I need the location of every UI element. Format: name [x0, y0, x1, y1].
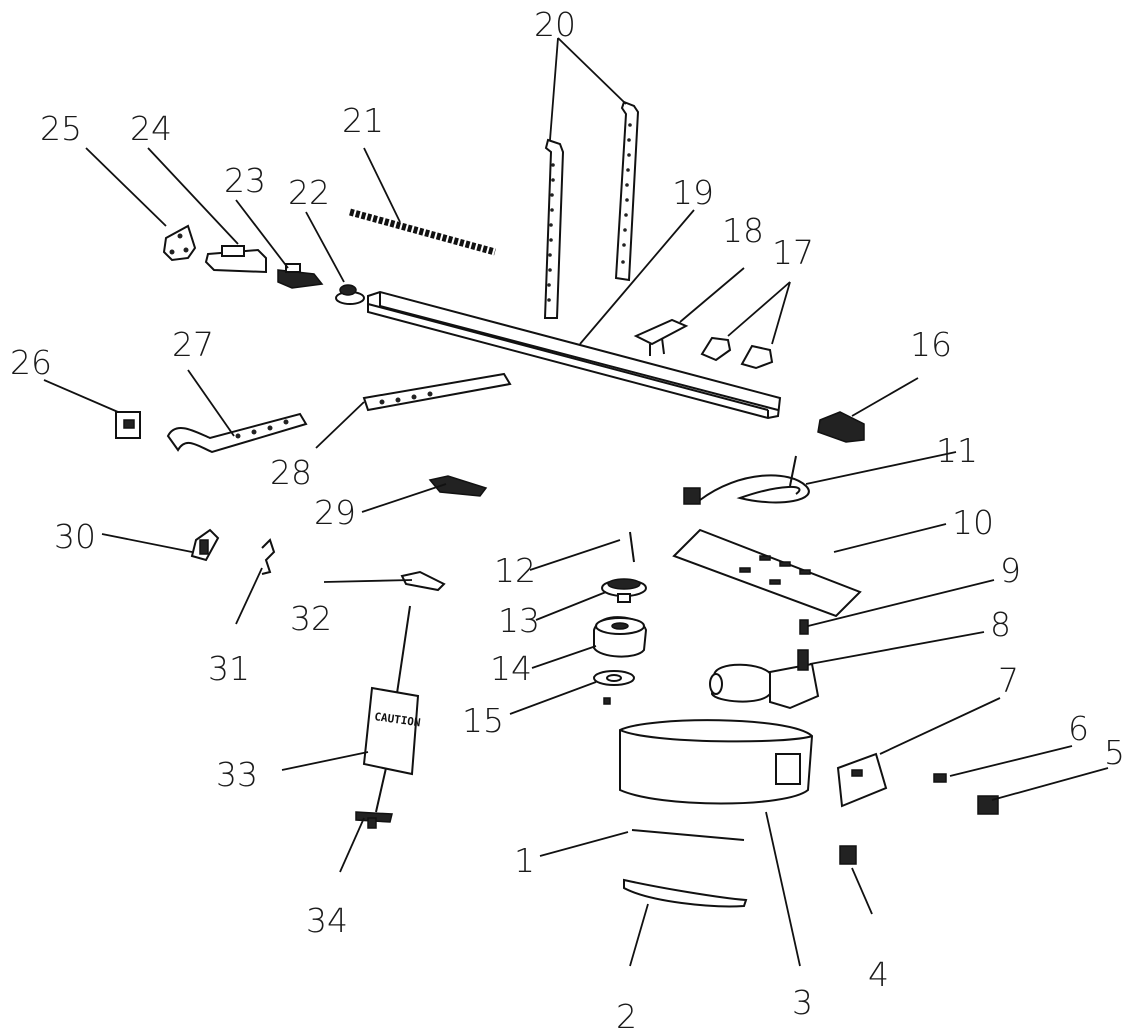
label-14: 14 [490, 649, 532, 688]
part-15-washer [593, 670, 635, 705]
part-10-base-plate [672, 528, 862, 618]
label-10: 10 [952, 503, 994, 542]
part-9-spring [799, 619, 809, 635]
part-2-cover [623, 878, 748, 908]
label-28: 28 [270, 453, 312, 492]
part-8-motor [709, 649, 820, 710]
part-23-slider [277, 263, 324, 289]
label-29: 29 [314, 493, 356, 532]
label-25: 25 [40, 109, 82, 148]
caution-sign-text: CAUTION [374, 710, 422, 729]
label-12: 12 [494, 551, 536, 590]
part-25-bracket [162, 224, 197, 262]
label-20: 20 [534, 5, 576, 44]
label-33: 33 [216, 755, 258, 794]
label-1: 1 [514, 841, 535, 880]
label-31: 31 [208, 649, 250, 688]
label-18: 18 [722, 211, 764, 250]
part-4-socket [839, 845, 857, 865]
label-16: 16 [910, 325, 952, 364]
part-18-bracket [633, 318, 689, 356]
part-16-end-stop [817, 411, 865, 443]
part-22-pulley [335, 284, 365, 305]
part-20-vertical-rails [543, 100, 640, 319]
part-14-drum [593, 616, 648, 658]
label-9: 9 [1000, 551, 1021, 590]
part-29-release [428, 475, 488, 497]
part-12-pin [629, 531, 635, 563]
part-28-straight-arm [362, 372, 512, 412]
part-11-power-cord [683, 455, 810, 505]
label-6: 6 [1068, 709, 1089, 748]
label-22: 22 [288, 173, 330, 212]
label-34: 34 [306, 901, 348, 940]
part-34-handle-grip [355, 811, 393, 829]
label-19: 19 [672, 173, 714, 212]
label-3: 3 [792, 983, 813, 1022]
part-13-gear [601, 578, 647, 603]
part-19-rail [367, 290, 782, 420]
label-30: 30 [54, 517, 96, 556]
part-number-labels: 20 21 25 24 23 22 19 18 17 16 26 27 28 2… [10, 5, 1125, 1032]
part-6-led [933, 773, 947, 783]
label-27: 27 [172, 325, 214, 364]
label-24: 24 [130, 109, 172, 148]
label-26: 26 [10, 343, 52, 382]
part-3-housing [619, 719, 814, 805]
label-8: 8 [990, 605, 1011, 644]
part-21-chain [349, 208, 496, 256]
label-15: 15 [462, 701, 504, 740]
part-24-trolley [204, 245, 267, 274]
part-31-clip [261, 538, 276, 575]
part-30-remote [190, 528, 220, 562]
label-17: 17 [772, 233, 814, 272]
label-21: 21 [342, 101, 384, 140]
label-4: 4 [868, 955, 889, 994]
part-26-door-bracket [115, 411, 141, 439]
label-11: 11 [936, 431, 978, 470]
label-32: 32 [290, 599, 332, 638]
part-7-circuit-board [836, 752, 888, 808]
part-32-handle [400, 570, 446, 592]
part-27-curved-arm [166, 412, 308, 454]
label-5: 5 [1104, 733, 1125, 772]
part-1-lens-strip [631, 829, 745, 841]
part-17-brackets [700, 336, 774, 370]
label-2: 2 [616, 997, 637, 1032]
label-13: 13 [498, 601, 540, 640]
label-23: 23 [224, 161, 266, 200]
label-7: 7 [998, 661, 1019, 700]
leader-lines [43, 37, 1109, 967]
part-33-caution-sign: CAUTION [362, 605, 422, 813]
